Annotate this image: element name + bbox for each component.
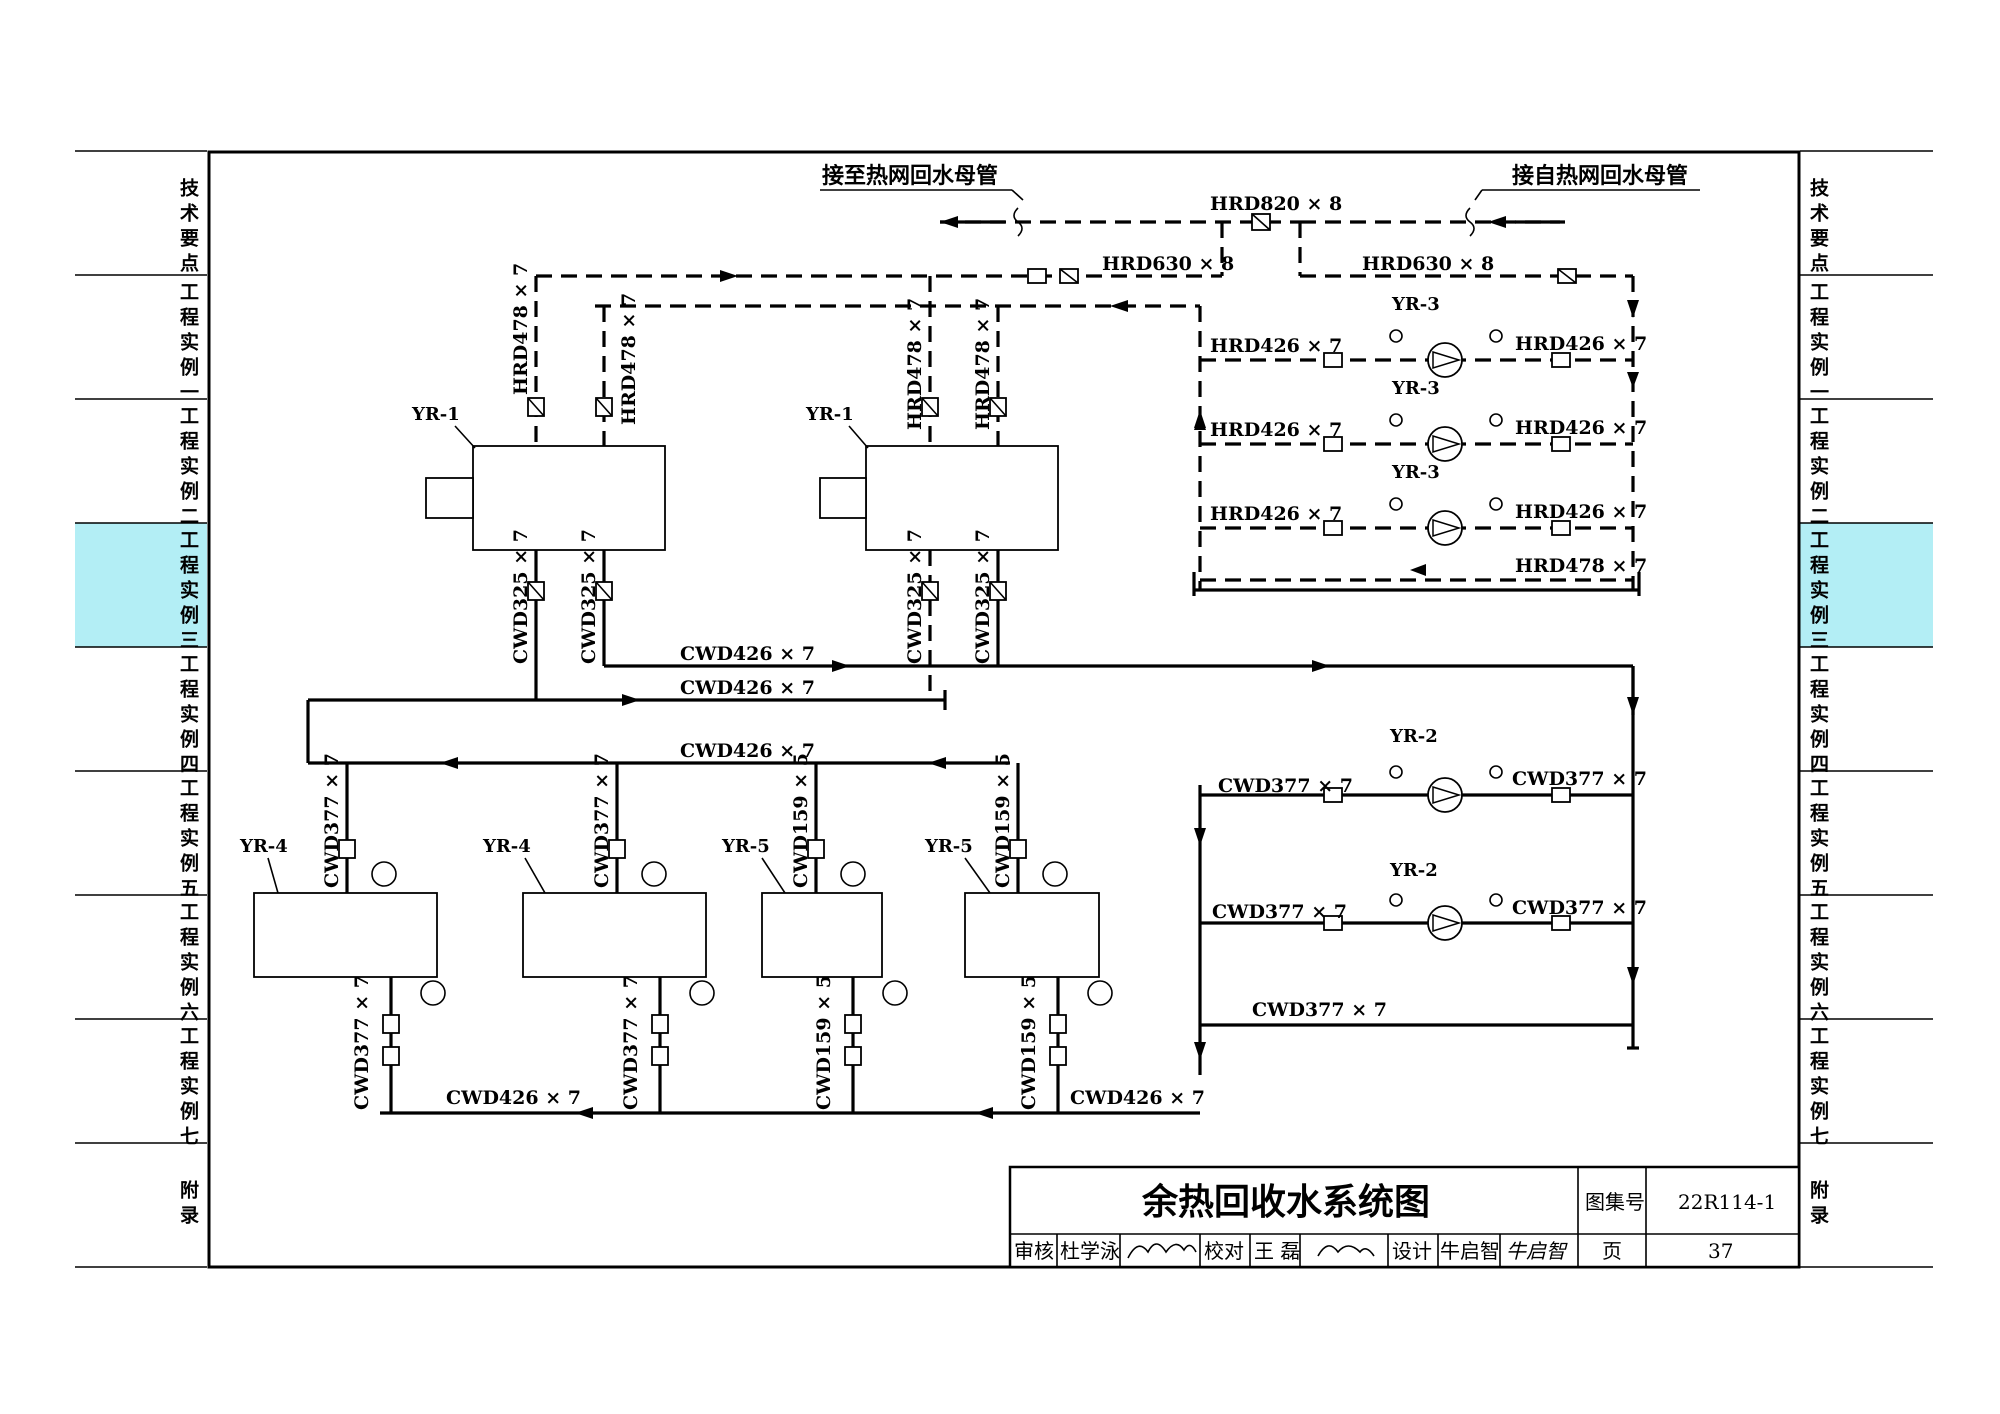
yr1-unit-right: YR-1 HRD478 × 7 HRD478 × 7 CWD325 × 7 CW…	[805, 276, 1059, 700]
pipe-label-cw426-d: CWD426 × 7	[446, 1087, 581, 1109]
yr2-pump-group: YR-2 YR-2 CWD377 × 7 CWD377 × 7 CWD377 ×…	[1194, 666, 1647, 1075]
tag-yr1-right: YR-1	[805, 404, 854, 425]
pipe-label-cw159-c: CWD159 × 5	[813, 975, 835, 1110]
pipe-label-cw325-c: CWD325 × 7	[904, 529, 926, 664]
pipe-label-cw426-c: CWD426 × 7	[680, 740, 815, 762]
pipe-label-hr478-b: HRD478 × 7	[618, 293, 640, 425]
pipe-label-cw377-d: CWD377 × 7	[1512, 897, 1647, 919]
pipe-label-cw377-c: CWD377 × 7	[1212, 901, 1347, 923]
title-block: 余热回收水系统图 图集号 22R114-1 页 37 审核 杜学泳 校对 王 磊…	[1008, 1165, 1801, 1269]
pipe-label-cw377-g: CWD377 × 7	[591, 753, 613, 888]
checker-name: 王 磊	[1254, 1239, 1300, 1263]
pipe-label-hr426-a: HRD426 × 7	[1210, 335, 1342, 357]
left-tab-column: 技术要点 工程实例一 工程实例二 工程实例三 工程实例四 工程实例五 工程实例六…	[75, 150, 207, 1268]
reviewer-name: 杜学泳	[1060, 1239, 1120, 1263]
pipe-label-cw377-f: CWD377 × 7	[321, 753, 343, 888]
drawing-title: 余热回收水系统图	[1141, 1181, 1430, 1223]
tab-right-4[interactable]: 工程实例四	[1807, 654, 1829, 779]
active-tab-highlight-right	[1800, 523, 1933, 647]
pipe-label-cw377-i: CWD377 × 7	[620, 975, 642, 1110]
pipe-label-hr426-b: HRD426 × 7	[1515, 333, 1647, 355]
pipe-label-cw377-e: CWD377 × 7	[1252, 999, 1387, 1021]
pipe-label-hr630-left: HRD630 × 8	[1102, 253, 1234, 275]
yr1-unit-left: YR-1 HRD478 × 7 HRD478 × 7 CWD325 × 7 CW…	[411, 263, 666, 700]
pipe-label-cw159-b: CWD159 × 5	[992, 753, 1014, 888]
check-label: 校对	[1204, 1239, 1244, 1263]
tab-right-3[interactable]: 工程实例三	[1807, 530, 1829, 655]
pipe-label-cw159-a: CWD159 × 5	[790, 753, 812, 888]
tag-yr3-a: YR-3	[1391, 294, 1440, 315]
pipe-label-cw426-a: CWD426 × 7	[680, 643, 815, 665]
tag-yr1-left: YR-1	[411, 404, 460, 425]
tab-right-0[interactable]: 技术要点	[1807, 177, 1829, 278]
yr3-pump-group: YR-3 YR-3 YR-3 HRD426 × 7 HRD426 × 7 HRD…	[1192, 294, 1647, 596]
tag-yr4-b: YR-4	[482, 836, 531, 857]
tab-left-5[interactable]: 工程实例五	[177, 778, 199, 903]
tag-yr5-b: YR-5	[924, 836, 973, 857]
right-tab-column: 技术要点 工程实例一 工程实例二 工程实例三 工程实例四 工程实例五 工程实例六…	[1800, 150, 1933, 1268]
heat-network-mains: 接至热网回水母管 接自热网回水母管 HRD820 × 8	[820, 163, 1700, 276]
checker-signature	[1317, 1245, 1375, 1257]
tag-yr3-b: YR-3	[1391, 378, 1440, 399]
pipe-label-hr426-f: HRD426 × 7	[1515, 501, 1647, 523]
tag-yr3-c: YR-3	[1391, 462, 1440, 483]
page-number: 37	[1708, 1239, 1733, 1263]
pipe-label-hr426-e: HRD426 × 7	[1210, 503, 1342, 525]
tab-left-7[interactable]: 工程实例七	[177, 1026, 199, 1151]
tab-left-8[interactable]: 附录	[177, 1179, 199, 1230]
tab-right-7[interactable]: 工程实例七	[1807, 1026, 1829, 1151]
reviewer-signature	[1127, 1243, 1197, 1259]
label-from-mains: 接自热网回水母管	[1512, 163, 1688, 189]
tag-yr2-a: YR-2	[1389, 726, 1438, 747]
pipe-label-hr478-d: HRD478 × 7	[972, 298, 994, 430]
pipe-label-cw377-b: CWD377 × 7	[1512, 768, 1647, 790]
lower-units: YR-4 YR-4 YR-5 YR-5 CWD377 × 7 CWD377 × …	[239, 753, 1205, 1119]
pipe-label-cw426-e: CWD426 × 7	[1070, 1087, 1205, 1109]
atlas-number: 22R114-1	[1678, 1190, 1776, 1214]
tab-right-5[interactable]: 工程实例五	[1807, 778, 1829, 903]
cw-headers: CWD426 × 7 CWD426 × 7 CWD426 × 7	[306, 643, 1635, 769]
pipe-label-cw325-a: CWD325 × 7	[510, 529, 532, 664]
drawing-frame	[207, 150, 1801, 1269]
atlas-number-label: 图集号	[1585, 1190, 1645, 1214]
tab-right-1[interactable]: 工程实例一	[1807, 282, 1829, 407]
tab-right-2[interactable]: 工程实例二	[1807, 406, 1829, 531]
pipe-label-hr478-c: HRD478 × 7	[904, 298, 926, 430]
pipe-label-hr426-d: HRD426 × 7	[1515, 417, 1647, 439]
review-label: 审核	[1014, 1239, 1054, 1263]
pipe-label-cw325-d: CWD325 × 7	[972, 529, 994, 664]
tab-left-1[interactable]: 工程实例一	[177, 282, 199, 407]
active-tab-highlight-left	[75, 523, 207, 647]
design-label: 设计	[1392, 1239, 1432, 1263]
tab-right-6[interactable]: 工程实例六	[1807, 902, 1829, 1027]
hr630-loop: HRD630 × 8 HRD630 × 8	[536, 253, 1639, 590]
pipe-label-hr426-c: HRD426 × 7	[1210, 419, 1342, 441]
tag-yr4-a: YR-4	[239, 836, 288, 857]
pipe-label-hr478-a: HRD478 × 7	[510, 263, 532, 395]
designer-name: 牛启智	[1440, 1239, 1500, 1263]
pipe-label-hr478-e: HRD478 × 7	[1515, 555, 1647, 577]
label-to-mains: 接至热网回水母管	[822, 163, 998, 189]
pipe-label-cw377-a: CWD377 × 7	[1218, 775, 1353, 797]
tab-left-0[interactable]: 技术要点	[177, 177, 199, 278]
tab-left-3[interactable]: 工程实例三	[177, 530, 199, 655]
tag-yr2-b: YR-2	[1389, 860, 1438, 881]
page-label: 页	[1602, 1239, 1622, 1263]
tab-left-4[interactable]: 工程实例四	[177, 654, 199, 779]
tab-right-8[interactable]: 附录	[1807, 1179, 1829, 1230]
tab-left-6[interactable]: 工程实例六	[177, 902, 199, 1027]
pipe-label-cw325-b: CWD325 × 7	[578, 529, 600, 664]
pipe-label-cw159-d: CWD159 × 5	[1018, 975, 1040, 1110]
designer-signature: 牛启智	[1506, 1239, 1568, 1263]
tag-yr5-a: YR-5	[721, 836, 770, 857]
tab-left-2[interactable]: 工程实例二	[177, 406, 199, 531]
pipe-label-hr630-right: HRD630 × 8	[1362, 253, 1494, 275]
pipe-label-cw377-h: CWD377 × 7	[351, 975, 373, 1110]
pipe-label-hr820: HRD820 × 8	[1210, 193, 1342, 215]
pipe-label-cw426-b: CWD426 × 7	[680, 677, 815, 699]
